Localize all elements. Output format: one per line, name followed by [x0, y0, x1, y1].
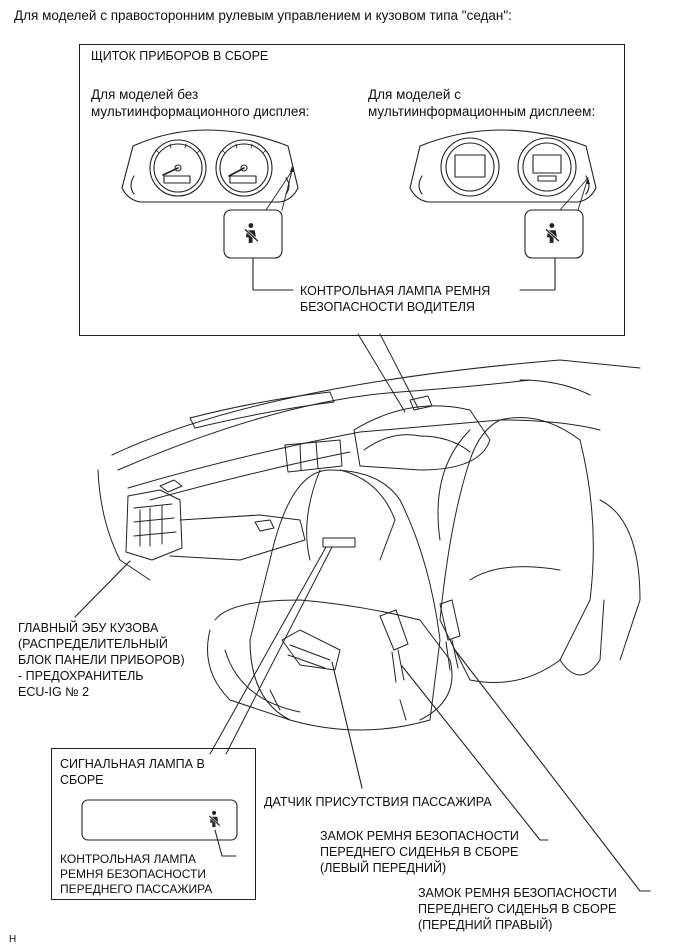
driver-seatbelt-lamp-label: КОНТРОЛЬНАЯ ЛАМПА РЕМНЯ БЕЗОПАСНОСТИ ВОД… [300, 284, 491, 314]
cluster-box-title: ЩИТОК ПРИБОРОВ В СБОРЕ [91, 49, 269, 63]
passenger-seatbelt-lamp-label: КОНТРОЛЬНАЯ ЛАМПА РЕМНЯ БЕЗОПАСНОСТИ ПЕР… [60, 852, 213, 896]
seatbelt-warning-icon [244, 222, 259, 244]
buckle-right-label: ЗАМОК РЕМНЯ БЕЗОПАСНОСТИ ПЕРЕДНЕГО СИДЕН… [418, 886, 617, 932]
gauge-cluster-icon [121, 129, 299, 203]
page-heading: Для моделей с правосторонним рулевым упр… [14, 8, 512, 23]
cluster-right-caption: Для моделей с мультиинформационным диспл… [368, 87, 596, 119]
gauge-cluster-icon [409, 129, 597, 203]
corner-code: H [9, 934, 17, 945]
occupant-sensor-label: ДАТЧИК ПРИСУТСТВИЯ ПАССАЖИРА [264, 795, 492, 809]
seatbelt-warning-icon [545, 222, 560, 244]
cluster-left-caption: Для моделей без мультиинформационного ди… [91, 87, 310, 119]
buckle-left-label: ЗАМОК РЕМНЯ БЕЗОПАСНОСТИ ПЕРЕДНЕГО СИДЕН… [320, 829, 519, 875]
cluster-assembly-box [79, 44, 625, 336]
dashboard-illustration [97, 359, 641, 731]
body-ecu-label: ГЛАВНЫЙ ЭБУ КУЗОВА (РАСПРЕДЕЛИТЕЛЬНЫЙ БЛ… [18, 621, 185, 699]
seatbelt-warning-icon [208, 810, 221, 828]
signal-box-title: СИГНАЛЬНАЯ ЛАМПА В СБОРЕ [60, 757, 205, 787]
signal-lamp-assembly-box [51, 748, 256, 900]
